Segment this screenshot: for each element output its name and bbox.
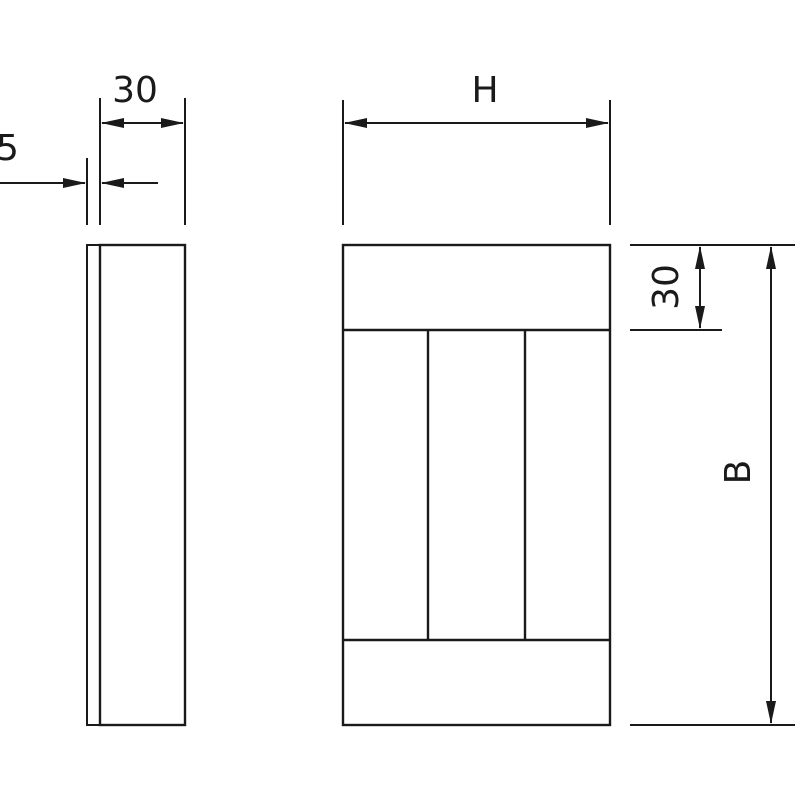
side-view (86, 243, 187, 727)
arrowhead (344, 118, 367, 128)
side-depth-label: 30 (112, 70, 158, 111)
arrowhead (161, 118, 184, 128)
arrowhead (766, 701, 776, 724)
dimension-height: B (630, 246, 795, 726)
arrowhead (766, 246, 776, 269)
dimension-side-depth: 30 (99, 70, 186, 225)
front-view (341, 243, 612, 727)
arrowhead (101, 178, 124, 188)
arrowhead (695, 306, 705, 329)
arrowhead (63, 178, 86, 188)
top-band-label: 30 (646, 264, 687, 310)
width-label: H (471, 70, 498, 111)
dimension-width: H (342, 70, 611, 225)
arrowhead (586, 118, 609, 128)
side-view-gasket-hatch (86, 244, 101, 726)
dimension-gap-thickness: 5 (0, 128, 158, 225)
side-view-body (98, 243, 187, 727)
height-label: B (718, 460, 759, 485)
dimension-top-band: 30 (630, 244, 795, 331)
front-view-outline (341, 243, 612, 727)
gap-thickness-label: 5 (0, 128, 19, 169)
arrowhead (101, 118, 124, 128)
arrowhead (695, 246, 705, 269)
